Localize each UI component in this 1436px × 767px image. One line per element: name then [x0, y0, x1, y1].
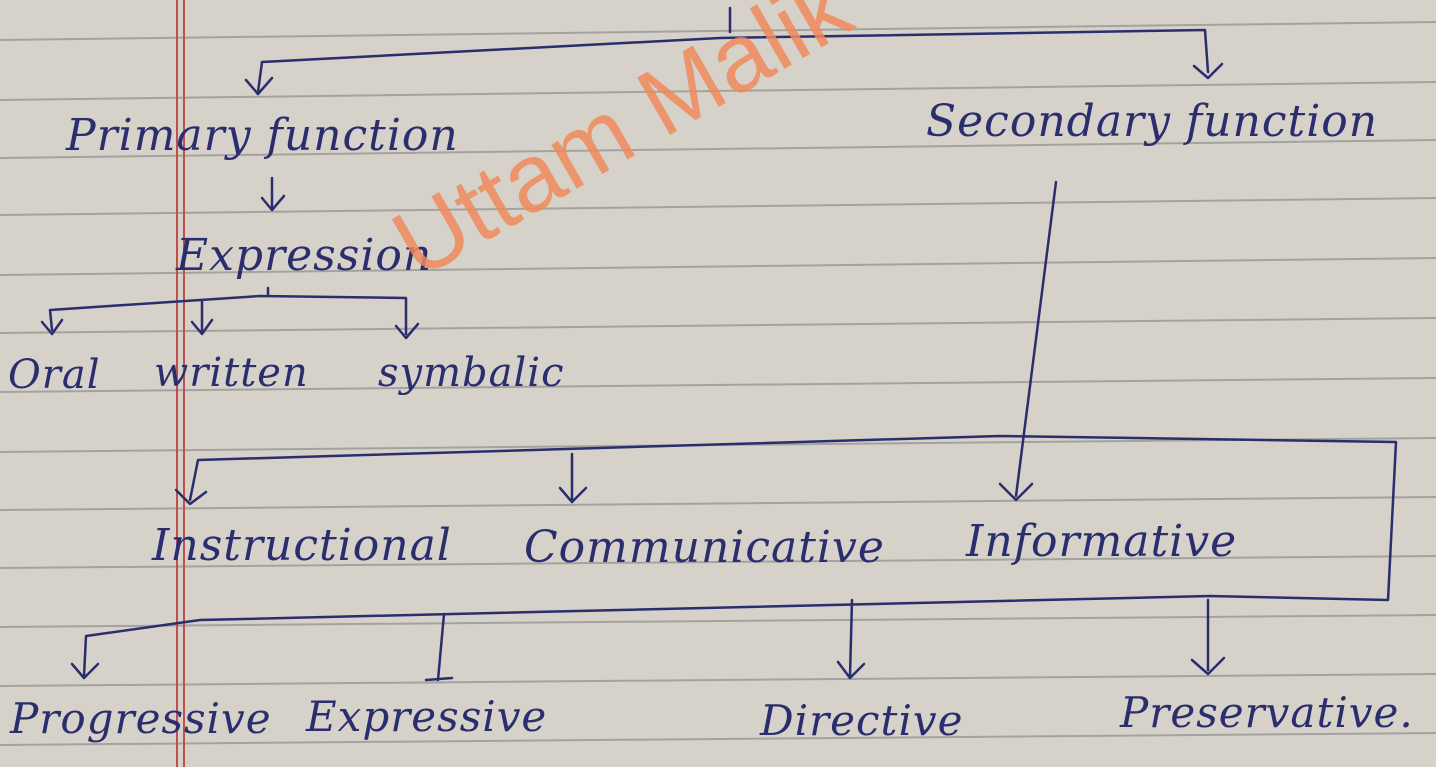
directive-label: Directive	[760, 696, 964, 745]
instructional-label: Instructional	[152, 520, 452, 571]
primary-function-label: Primary function	[66, 110, 459, 161]
preservative-label: Preservative.	[1120, 688, 1414, 737]
secondary-function-label: Secondary function	[926, 96, 1379, 147]
symbolic-label: symbalic	[378, 350, 565, 396]
communicative-label: Communicative	[524, 522, 885, 573]
oral-label: Oral	[8, 352, 101, 398]
expression-label: Expression	[176, 230, 433, 281]
informative-label: Informative	[966, 516, 1238, 567]
progressive-label: Progressive	[10, 694, 272, 743]
written-label: written	[154, 350, 309, 396]
ruled-lines	[0, 21, 1436, 746]
expressive-label: Expressive	[306, 692, 548, 741]
margin-line	[176, 0, 185, 767]
diagram-connectors	[40, 6, 1398, 682]
